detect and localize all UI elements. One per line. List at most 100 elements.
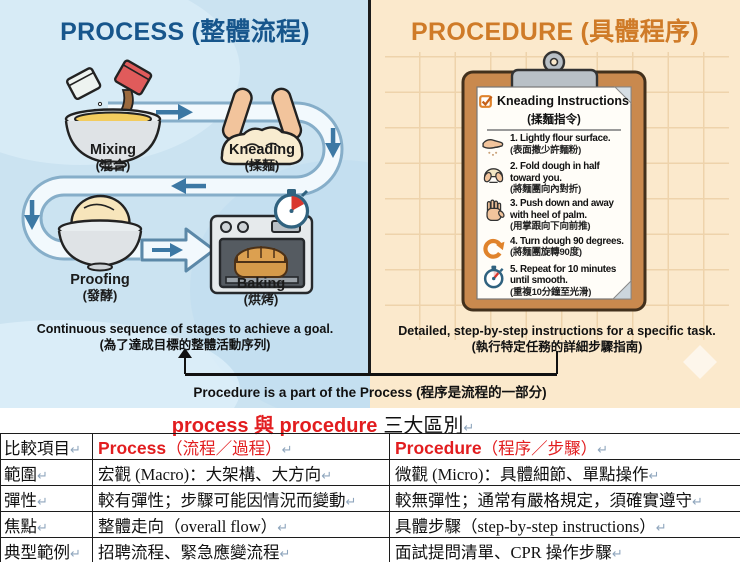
divider	[487, 129, 621, 131]
mixing-bowl-icon	[64, 59, 162, 170]
step-item: 5. Repeat for 10 minutes until smooth. (…	[481, 264, 629, 298]
step-text: 2. Fold dough in half toward you. (將麵團向內…	[510, 161, 629, 195]
stage-en: Kneading	[228, 142, 296, 158]
flow-path	[21, 101, 344, 261]
procedure-caption: Detailed, step-by-step instructions for …	[385, 324, 729, 355]
row-label: 焦點↵	[0, 511, 93, 538]
procedure-cell: 微觀 (Micro)：具體細節、單點操作↵	[389, 459, 740, 486]
bracket-line	[185, 373, 557, 376]
stage-en: Proofing	[70, 272, 130, 288]
arrow-right-icon	[152, 243, 183, 257]
arrow-left-icon	[171, 178, 186, 194]
stage-label-kneading: Kneading (揉麵)	[207, 142, 317, 174]
bridge-caption: Procedure is a part of the Process (程序是流…	[193, 385, 547, 400]
step-zh: (表面撒少許麵粉)	[510, 144, 582, 156]
bracket-arrow-shaft	[183, 357, 186, 374]
flow-arrows	[24, 104, 341, 230]
row-label: 典型範例↵	[0, 537, 93, 562]
procedure-cell: 具體步驟（step-by-step instructions）↵	[389, 511, 740, 538]
table-row-examples: 典型範例↵ 招聘流程、緊急應變流程↵ 面試提問清單、CPR 操作步驟↵	[0, 537, 740, 562]
process-flow-graphic	[0, 0, 370, 408]
table-row-scope: 範圍↵ 宏觀 (Macro)：大架構、大方向↵ 微觀 (Micro)：具體細節、…	[0, 459, 740, 486]
table-header-row: 比較項目↵ Process（流程／過程）↵ Procedure（程序／步驟）↵	[0, 433, 740, 460]
clipboard-icon	[461, 50, 647, 312]
section-title-red: process 與 procedure	[171, 415, 378, 437]
table-row-flexibility: 彈性↵ 較有彈性；步驟可能因情況而變動↵ 較無彈性；通常有嚴格規定，須確實遵守↵	[0, 485, 740, 512]
header-cell-item: 比較項目↵	[0, 433, 93, 460]
timer-icon	[273, 189, 310, 229]
oven-icon	[209, 214, 314, 295]
folding-hands-icon	[483, 168, 504, 183]
step-en: 5. Repeat for 10 minutes until smooth.	[510, 263, 617, 287]
stage-label-mixing: Mixing (混合)	[58, 142, 168, 174]
stage-label-proofing: Proofing (發酵)	[45, 272, 155, 304]
procedure-cell: 較無彈性；通常有嚴格規定，須確實遵守↵	[389, 485, 740, 512]
step-text: 3. Push down and away with heel of palm.…	[510, 198, 629, 232]
step-zh: (重複10分鐘至光滑)	[510, 286, 592, 298]
palm-hand-icon	[486, 199, 505, 222]
checkbox-checked-icon	[479, 95, 493, 108]
table-row-focus: 焦點↵ 整體走向（overall flow）↵ 具體步驟（step-by-ste…	[0, 511, 740, 538]
return-mark: ↵	[463, 420, 475, 435]
step-text: 5. Repeat for 10 minutes until smooth. (…	[510, 264, 629, 298]
arrow-down-icon	[330, 128, 336, 144]
step-item: 3. Push down and away with heel of palm.…	[481, 198, 629, 232]
stage-en: Baking	[236, 276, 286, 292]
step-en: 4. Turn dough 90 degrees.	[510, 235, 624, 247]
step-zh: (用掌跟向下向前推)	[510, 221, 591, 233]
process-caption: Continuous sequence of stages to achieve…	[10, 322, 360, 353]
process-cell: 整體走向（overall flow）↵	[92, 511, 390, 538]
step-en: 1. Lightly flour surface.	[510, 133, 611, 144]
step-text: 1. Lightly flour surface. (表面撒少許麵粉)	[510, 133, 629, 158]
rotate-arrow-icon	[483, 238, 505, 259]
arrow-left-icon	[184, 183, 206, 189]
step-item: 4. Turn dough 90 degrees. (將麵團旋轉90度)	[481, 236, 629, 261]
caption-zh: (執行特定任務的詳細步驟指南)	[471, 339, 643, 354]
process-cell: 宏觀 (Macro)：大架構、大方向↵	[92, 459, 390, 486]
clipboard-subtitle: (揉麵指令)	[527, 114, 581, 126]
step-item: 1. Lightly flour surface. (表面撒少許麵粉)	[481, 133, 629, 158]
procedure-cell: 面試提問清單、CPR 操作步驟↵	[389, 537, 740, 562]
process-title: PROCESS(整體流程)	[0, 12, 370, 48]
stage-en: Mixing	[90, 142, 136, 158]
procedure-title-zh: (具體程序)	[580, 18, 699, 46]
clipboard-title: Kneading Instructions	[497, 94, 629, 108]
caption-en: Continuous sequence of stages to achieve…	[36, 322, 334, 336]
background-blob	[0, 320, 240, 408]
arrow-down-icon	[24, 215, 40, 230]
process-panel: PROCESS(整體流程) Mixing (混合) Kneading (揉麵) …	[0, 0, 370, 408]
stage-label-baking: Baking (烘烤)	[206, 276, 316, 308]
comparison-table: 比較項目↵ Process（流程／過程）↵ Procedure（程序／步驟）↵ …	[0, 433, 740, 562]
stage-zh: (烘烤)	[243, 291, 279, 307]
step-zh: (將麵團向內對折)	[510, 184, 582, 196]
kneading-hands-icon	[220, 87, 304, 166]
stage-zh: (揉麵)	[244, 157, 280, 173]
process-title-zh: (整體流程)	[191, 18, 310, 46]
row-label: 彈性↵	[0, 485, 93, 512]
procedure-panel: PROCEDURE(具體程序) Kneading Instructions (揉…	[370, 0, 740, 408]
instruction-steps: 1. Lightly flour surface. (表面撒少許麵粉) 2. F…	[481, 133, 629, 301]
step-item: 2. Fold dough in half toward you. (將麵團向內…	[481, 161, 629, 195]
arrow-right-icon	[156, 110, 178, 115]
caption-en: Detailed, step-by-step instructions for …	[398, 324, 716, 338]
caption-zh: (為了達成目標的整體活動序列)	[99, 337, 271, 352]
arrow-down-icon	[29, 200, 35, 216]
proofing-bowl-icon	[57, 194, 143, 272]
step-zh: (將麵團旋轉90度)	[510, 247, 582, 259]
row-label: 範圍↵	[0, 459, 93, 486]
stage-zh: (發酵)	[82, 287, 118, 303]
process-cell: 較有彈性；步驟可能因情況而變動↵	[92, 485, 390, 512]
arrow-up-icon	[178, 348, 192, 358]
procedure-title: PROCEDURE(具體程序)	[370, 12, 740, 48]
step-en: 2. Fold dough in half toward you.	[510, 161, 600, 184]
arrow-down-icon	[325, 143, 341, 158]
process-title-en: PROCESS	[60, 18, 185, 46]
stopwatch-icon	[483, 265, 504, 288]
arrow-right-icon	[178, 104, 193, 120]
header-cell-process: Process（流程／過程）↵	[92, 433, 390, 460]
sprinkle-hand-icon	[482, 139, 504, 156]
process-cell: 招聘流程、緊急應變流程↵	[92, 537, 390, 562]
panel-divider-line	[368, 0, 371, 375]
